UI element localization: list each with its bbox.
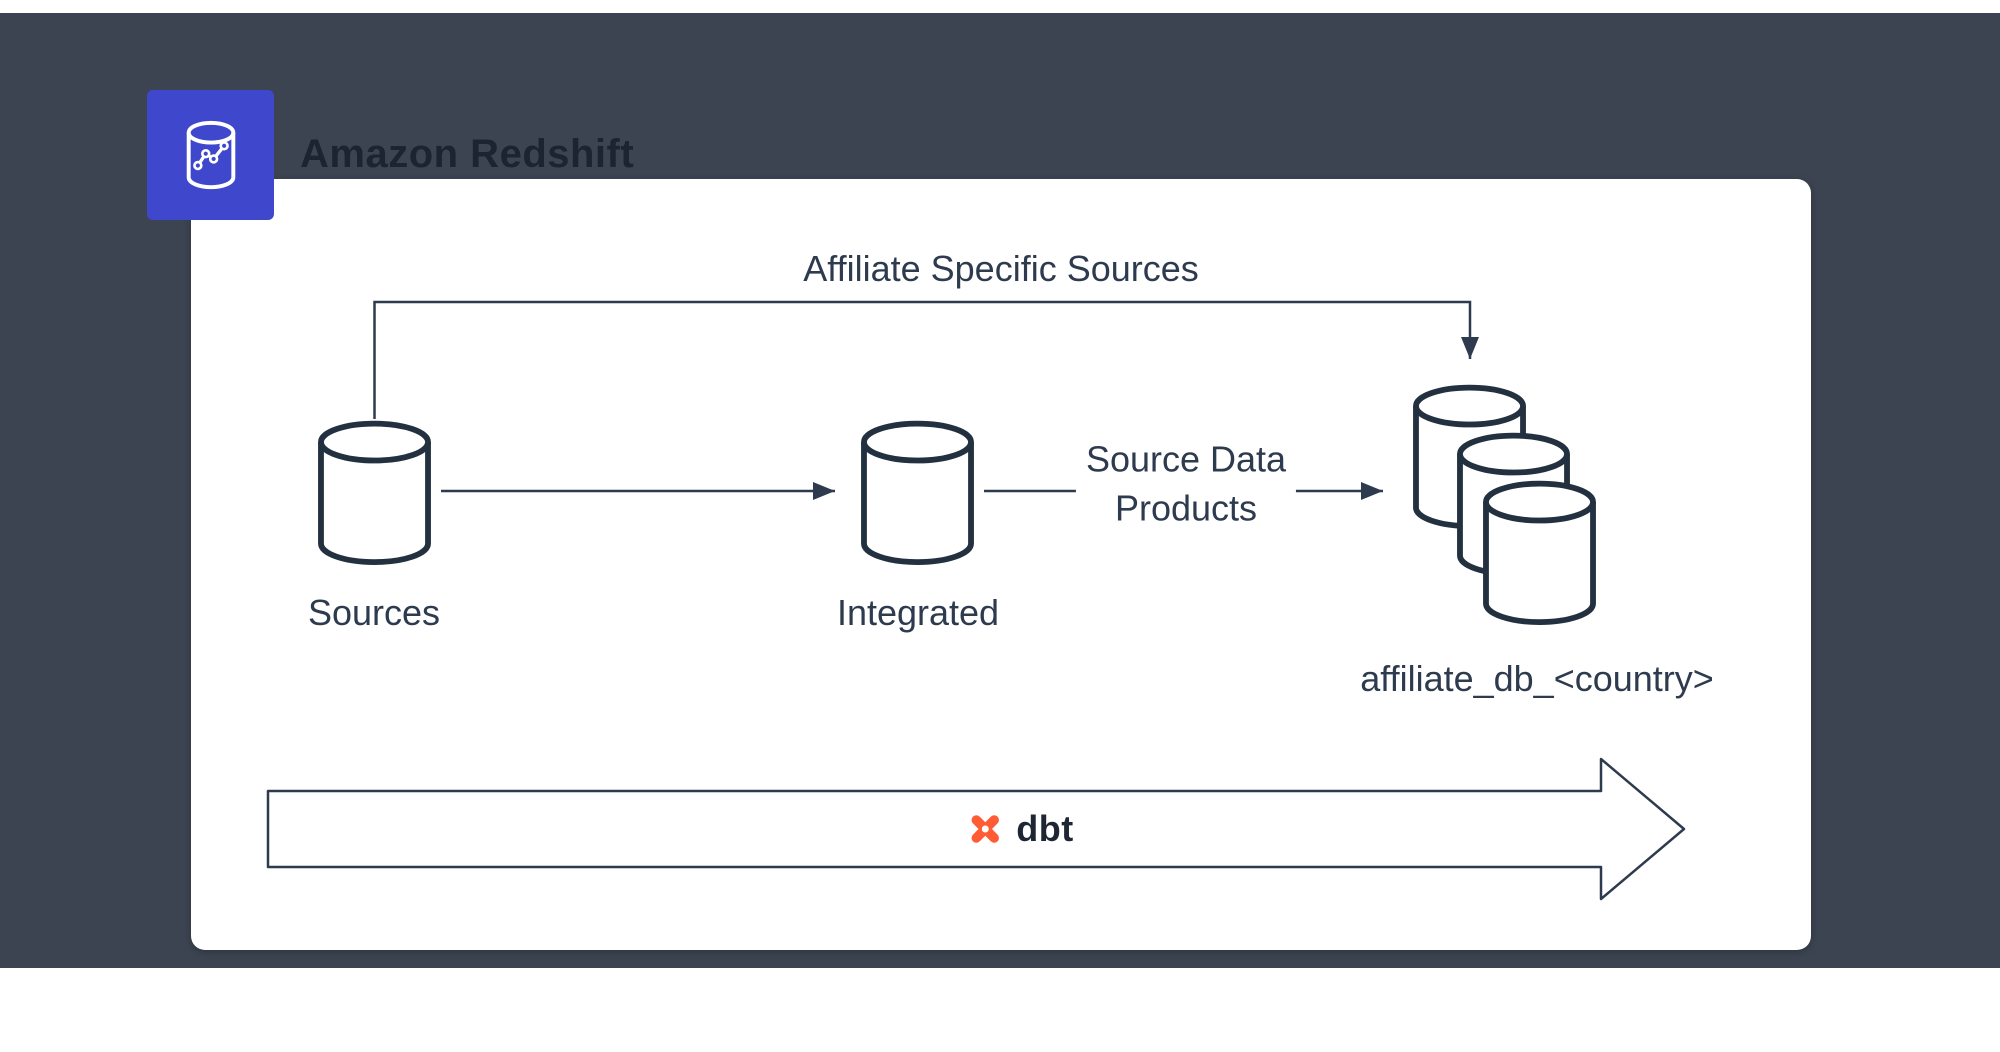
dbt-logo: dbt [966,808,1073,850]
affiliate-specific-sources-label: Affiliate Specific Sources [803,248,1199,289]
pipeline-arrow [266,757,1686,901]
database-cylinder-icon [861,420,974,565]
database-cylinder-icon [318,420,431,565]
sources-label: Sources [307,592,441,633]
dbt-icon [971,815,999,843]
dbt-label: dbt [1016,808,1074,849]
integrated-node [857,419,978,574]
diagram-card: Affiliate Specific Sources Sources Integ… [191,179,1811,950]
sources-node [314,419,435,574]
redshift-badge [147,90,274,220]
edge-label-line2: Products [1114,487,1258,528]
redshift-database-chart-icon [186,120,235,190]
source-data-products-label: Source Data Products [1075,433,1297,535]
app-title: Amazon Redshift [300,132,635,176]
affiliate-db-label: affiliate_db_<country> [1360,658,1714,699]
edge-label-line1: Source Data [1085,438,1287,480]
affiliate-db-cylinder-front-icon [1479,479,1600,634]
integrated-label: Integrated [836,592,1000,633]
